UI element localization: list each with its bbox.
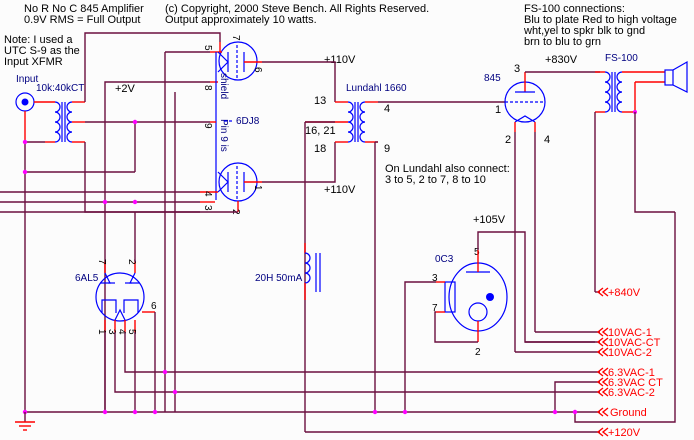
input-label: Input bbox=[16, 74, 38, 85]
pin9-label: Pin 9 is bbox=[218, 119, 229, 152]
title-line2: 0.9V RMS = Full Output bbox=[24, 14, 140, 26]
note-line1: Note: I used a bbox=[4, 34, 73, 46]
pin-6dj8-9: 9 bbox=[202, 123, 213, 129]
tube-0c3-icon bbox=[436, 250, 508, 342]
pin-6dj8-7: 7 bbox=[230, 35, 241, 41]
connector-label: 6.3VAC CT bbox=[608, 377, 663, 389]
input-transformer-icon bbox=[54, 101, 73, 143]
fs100-transformer-icon bbox=[595, 71, 665, 113]
connector-label: +840V bbox=[608, 287, 641, 299]
supply-connector-6v3ac-2: 6.3VAC-2 bbox=[596, 387, 655, 399]
choke-label: 20H 50mA bbox=[255, 273, 303, 284]
choke-inductor-icon bbox=[304, 243, 321, 300]
title-line1: No R No C 845 Amplifier bbox=[24, 3, 144, 15]
voltage-110v-bottom: +110V bbox=[324, 184, 356, 196]
input-jack-icon bbox=[15, 92, 35, 112]
supply-connector-6v3ac-ct: 6.3VAC CT bbox=[596, 377, 663, 389]
fs100-note-line3: wht,yel to spkr blk to gnd bbox=[523, 25, 645, 37]
connector-label: 10VAC-1 bbox=[608, 327, 652, 339]
voltage-830v: +830V bbox=[545, 54, 578, 66]
supply-connector-10vac-1: 10VAC-1 bbox=[596, 327, 652, 339]
connector-label: Ground bbox=[610, 407, 647, 419]
pin-6dj8-4: 4 bbox=[202, 191, 213, 197]
pin-845-1: 1 bbox=[495, 104, 501, 116]
lundahl-note-line2: 3 to 5, 2 to 7, 8 to 10 bbox=[385, 174, 486, 186]
fs100-note-line4: brn to blu to grn bbox=[524, 36, 601, 48]
connector-label: 6.3VAC-1 bbox=[608, 367, 655, 379]
fs100-note-line1: FS-100 connections: bbox=[524, 3, 625, 15]
connector-label: 6.3VAC-2 bbox=[608, 387, 655, 399]
supply-connector-10vac-ct: 10VAC-CT bbox=[596, 337, 661, 349]
junction-dots bbox=[22, 119, 578, 415]
copyright-line2: Output approximately 10 watts. bbox=[165, 14, 317, 26]
pin-6al5-1: 1 bbox=[96, 329, 107, 335]
tube-6dj8-bottom-icon bbox=[200, 162, 262, 212]
pin-6al5-2: 2 bbox=[126, 259, 137, 265]
copyright-line1: (c) Copyright, 2000 Steve Bench. All Rig… bbox=[165, 3, 429, 15]
pin-6al5-6: 6 bbox=[151, 301, 157, 312]
pin-6al5-4: 4 bbox=[116, 329, 127, 335]
pin-845-4: 4 bbox=[544, 134, 550, 146]
pin-0c3-7: 7 bbox=[432, 303, 438, 314]
pin-845-3: 3 bbox=[514, 63, 520, 75]
tube-845-icon bbox=[504, 72, 546, 132]
pin-0c3-3: 3 bbox=[432, 273, 438, 284]
pin-0c3-2: 2 bbox=[475, 347, 481, 358]
voltage-110v-top: +110V bbox=[324, 54, 356, 66]
fs100-label: FS-100 bbox=[605, 53, 638, 64]
tube-6dj8-top-icon bbox=[210, 41, 262, 83]
pin-6al5-5: 5 bbox=[126, 329, 137, 335]
pin-6dj8-1: 1 bbox=[252, 185, 263, 191]
pin-lundahl-9: 9 bbox=[384, 143, 390, 155]
speaker-icon bbox=[664, 60, 688, 93]
shield-label: shield bbox=[218, 73, 229, 99]
pin-6al5-3: 3 bbox=[106, 329, 117, 335]
tube-845-label: 845 bbox=[484, 73, 501, 84]
pin-lundahl-4: 4 bbox=[384, 103, 390, 115]
pin-6al5-7: 7 bbox=[96, 259, 107, 265]
supply-connector-120v: +120V bbox=[596, 427, 641, 439]
supply-connector-10vac-2: 10VAC-2 bbox=[596, 347, 652, 359]
connector-label: 10VAC-CT bbox=[608, 337, 661, 349]
pin-0c3-5: 5 bbox=[474, 247, 480, 258]
pin-lundahl-18: 18 bbox=[314, 143, 326, 155]
fs100-note-line2: Blu to plate Red to high voltage bbox=[524, 14, 677, 26]
tube-0c3-label: 0C3 bbox=[435, 254, 454, 265]
connector-label: +120V bbox=[608, 427, 641, 439]
voltage-105v: +105V bbox=[473, 214, 506, 226]
tube-6al5-icon bbox=[95, 262, 155, 332]
supply-connector-ground: Ground bbox=[596, 407, 647, 419]
pin-lundahl-13: 13 bbox=[314, 95, 326, 107]
note-line2: UTC S-9 as the bbox=[4, 45, 80, 57]
note-line3: Input XFMR bbox=[4, 56, 63, 68]
lundahl-note-line1: On Lundahl also connect: bbox=[385, 163, 510, 175]
supply-connector-840v: +840V bbox=[596, 287, 641, 299]
pin-6dj8-5: 5 bbox=[202, 45, 213, 51]
tube-6al5-label: 6AL5 bbox=[75, 273, 99, 284]
ground-symbol-icon bbox=[15, 412, 35, 431]
voltage-2v: +2V bbox=[115, 83, 136, 95]
lundahl-label: Lundahl 1660 bbox=[346, 83, 407, 94]
pin-6dj8-3: 3 bbox=[202, 205, 213, 211]
pin-845-2: 2 bbox=[505, 134, 511, 146]
tube-6dj8-label: 6DJ8 bbox=[236, 116, 260, 127]
connector-label: 10VAC-2 bbox=[608, 347, 652, 359]
pin-6dj8-8: 8 bbox=[202, 85, 213, 91]
input-xfmr-label: 10k:40kCT bbox=[36, 83, 84, 94]
supply-connector-6v3ac-1: 6.3VAC-1 bbox=[596, 367, 655, 379]
pin-6dj8-6: 6 bbox=[252, 67, 263, 73]
pin-lundahl-16-21: 16, 21 bbox=[305, 125, 336, 137]
